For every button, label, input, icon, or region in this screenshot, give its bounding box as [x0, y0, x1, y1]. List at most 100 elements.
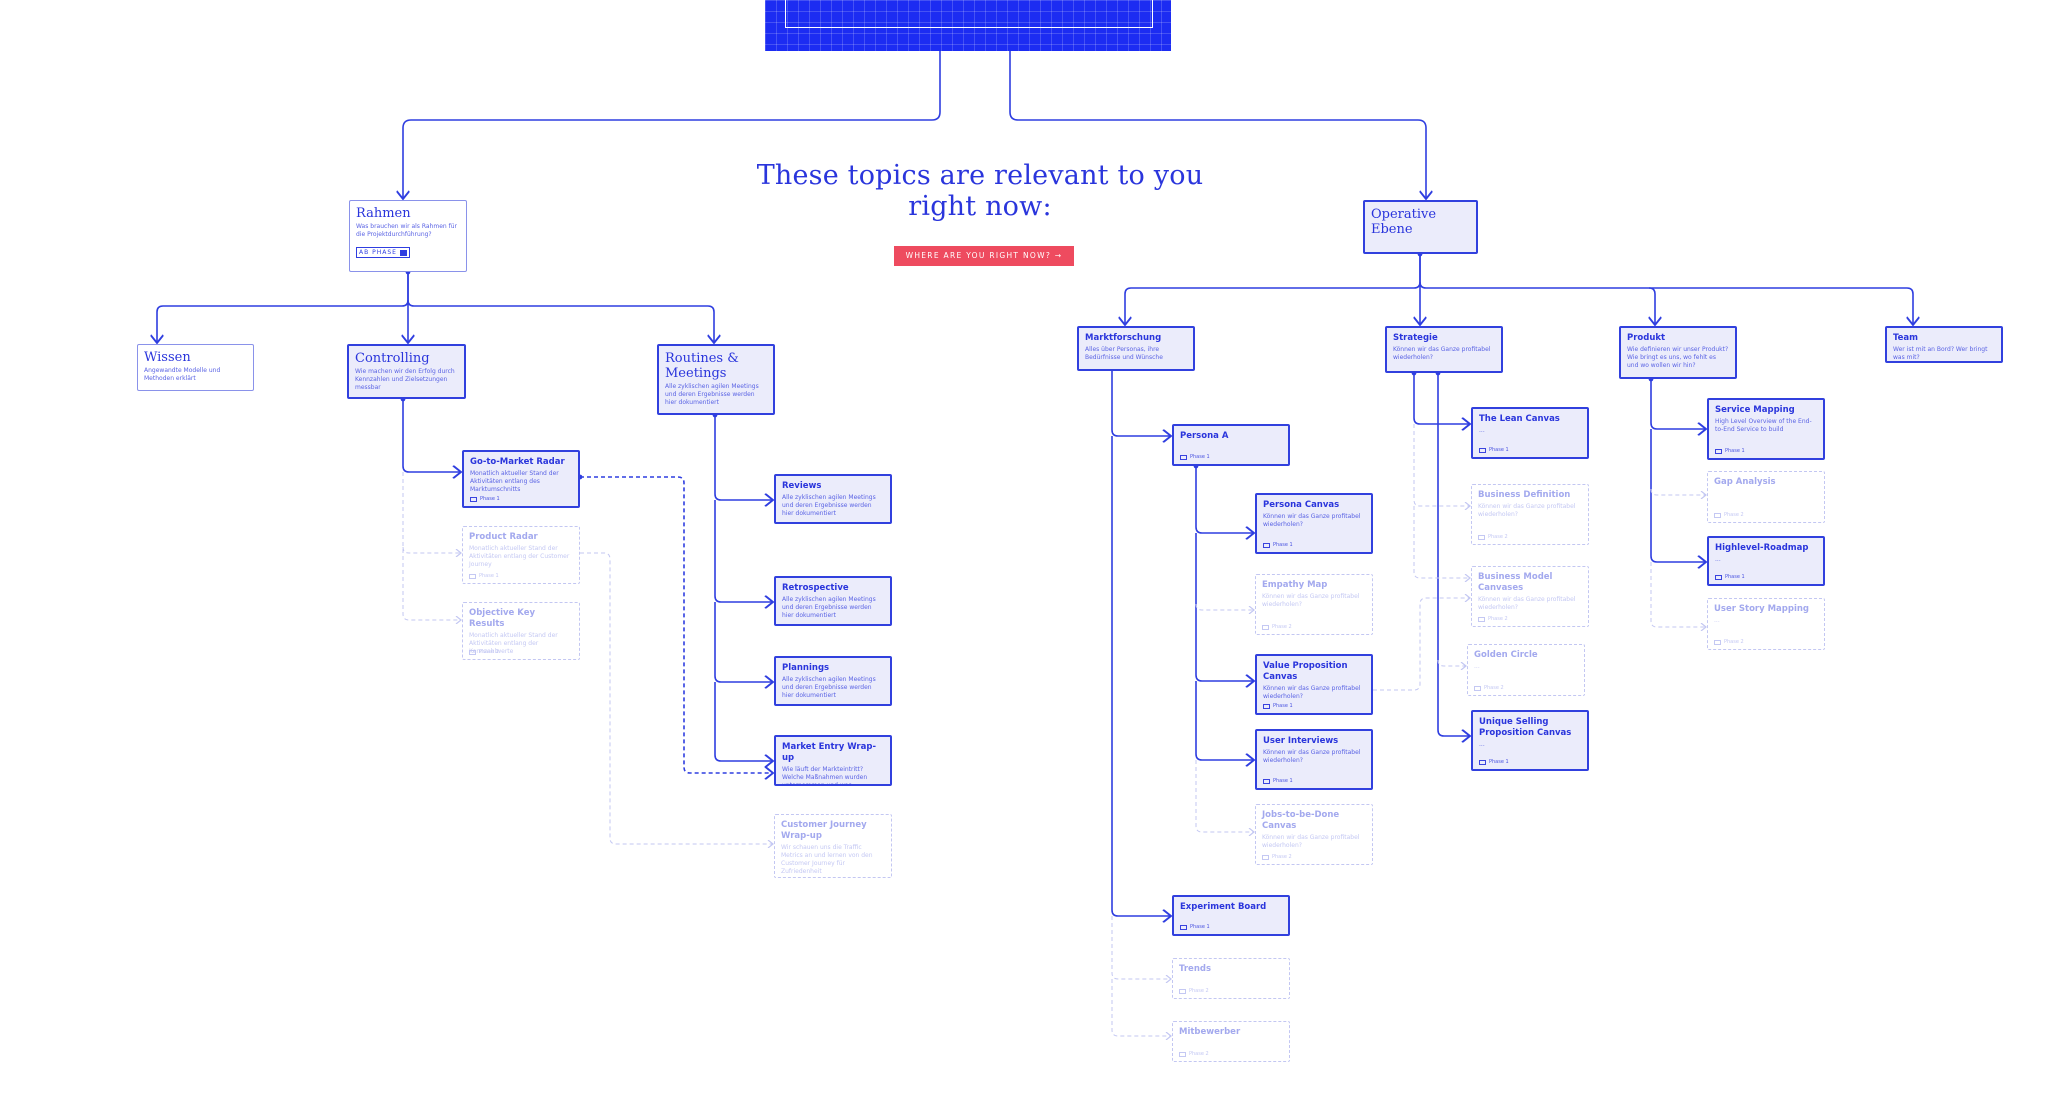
node-title: Jobs-to-be-Done Canvas — [1262, 810, 1340, 831]
node-title: Strategie — [1393, 333, 1438, 343]
node-title: Objective Key Results — [469, 608, 536, 629]
node-title: Trends — [1179, 964, 1212, 974]
node-title: Business Model Canvases — [1478, 572, 1553, 593]
phase-icon — [1263, 542, 1270, 548]
node-phase-label: Phase 1 — [1190, 454, 1210, 460]
connector — [1195, 603, 1254, 610]
node-description: ... — [1474, 663, 1480, 670]
node-description: Können wir das Ganze profitabel wiederho… — [1262, 593, 1360, 608]
node-phase: Phase 2 — [1179, 988, 1209, 994]
connector — [1373, 598, 1470, 691]
node-operative[interactable]: Operative Ebene — [1363, 200, 1478, 254]
where-are-you-button[interactable]: WHERE ARE YOU RIGHT NOW? → — [894, 246, 1074, 266]
node-title: Plannings — [782, 663, 830, 673]
phase-icon — [469, 649, 476, 655]
node-title: Persona A — [1180, 431, 1229, 441]
phase-icon — [1478, 534, 1485, 540]
headline: These topics are relevant to you right n… — [756, 160, 1204, 222]
node-phase: Phase 2 — [1179, 1051, 1209, 1057]
node-phase: Phase 2 — [1714, 639, 1744, 645]
node-phase: Phase 1 — [1479, 447, 1509, 453]
connector — [1111, 979, 1171, 1036]
phase-icon — [1262, 624, 1269, 630]
node-highlevel-roadmap[interactable]: Highlevel-Roadmap...Phase 1 — [1707, 536, 1825, 586]
node-title: Persona Canvas — [1263, 500, 1340, 510]
node-phase-label: Phase 1 — [1273, 542, 1293, 548]
phase-icon — [1478, 616, 1485, 622]
node-phase-label: Phase 1 — [1273, 778, 1293, 784]
node-title: Market Entry Wrap-up — [782, 742, 876, 763]
node-phase-label: Phase 2 — [1488, 616, 1508, 622]
node-description: Alle zyklischen agilen Meetings und dere… — [782, 596, 876, 619]
node-description: Können wir das Ganze profitabel wiederho… — [1263, 749, 1361, 764]
phase-icon — [1474, 685, 1481, 691]
node-description: Monatlich aktueller Stand der Aktivitäte… — [470, 470, 559, 493]
node-lean-canvas[interactable]: The Lean Canvas...Phase 1 — [1471, 407, 1589, 459]
phase-badge-label: AB PHASE — [359, 249, 397, 256]
node-description: ... — [1479, 741, 1485, 748]
node-description: ... — [1714, 617, 1720, 624]
node-phase-label: Phase 2 — [1189, 1051, 1209, 1057]
node-phase: Phase 1 — [1715, 574, 1745, 580]
node-user-story-mapping[interactable]: User Story Mapping...Phase 2 — [1707, 598, 1825, 650]
phase-icon — [1180, 924, 1187, 930]
connector — [1195, 760, 1254, 832]
node-phase: Phase 2 — [1714, 512, 1744, 518]
node-description: Können wir das Ganze profitabel wiederho… — [1262, 834, 1360, 849]
node-description: Können wir das Ganze profitabel wiederho… — [1263, 685, 1361, 700]
node-phase: Phase 1 — [1263, 703, 1293, 709]
hero-banner — [765, 0, 1171, 51]
connector — [714, 682, 773, 761]
node-description: Können wir das Ganze profitabel wiederho… — [1263, 513, 1361, 528]
node-phase: Phase 1 — [1715, 448, 1745, 454]
node-title: Empathy Map — [1262, 580, 1328, 590]
phase-icon — [1479, 759, 1486, 765]
node-persona-a[interactable]: Persona A Phase 1 — [1172, 424, 1290, 466]
node-title: Value Proposition Canvas — [1263, 661, 1348, 682]
connector — [1413, 506, 1470, 578]
connector — [580, 476, 773, 773]
node-phase: Phase 2 — [1474, 685, 1504, 691]
node-usp-canvas[interactable]: Unique Selling Proposition Canvas...Phas… — [1471, 710, 1589, 771]
phase-icon — [1179, 988, 1186, 994]
node-description: Angewandte Modelle und Methoden erklärt — [144, 367, 221, 382]
connector — [1650, 379, 1706, 429]
node-description: Monatlich aktueller Stand der Aktivitäte… — [469, 545, 570, 568]
node-title: Experiment Board — [1180, 902, 1267, 912]
node-title: Gap Analysis — [1714, 477, 1776, 487]
node-golden-circle[interactable]: Golden Circle... Phase 2 — [1467, 644, 1585, 696]
node-description: Was brauchen wir als Rahmen für die Proj… — [356, 223, 457, 238]
node-description: Wer ist mit an Bord? Wer bringt was mit? — [1893, 346, 1988, 361]
connector — [1650, 429, 1706, 562]
node-title: Golden Circle — [1474, 650, 1538, 660]
connector — [407, 299, 714, 343]
